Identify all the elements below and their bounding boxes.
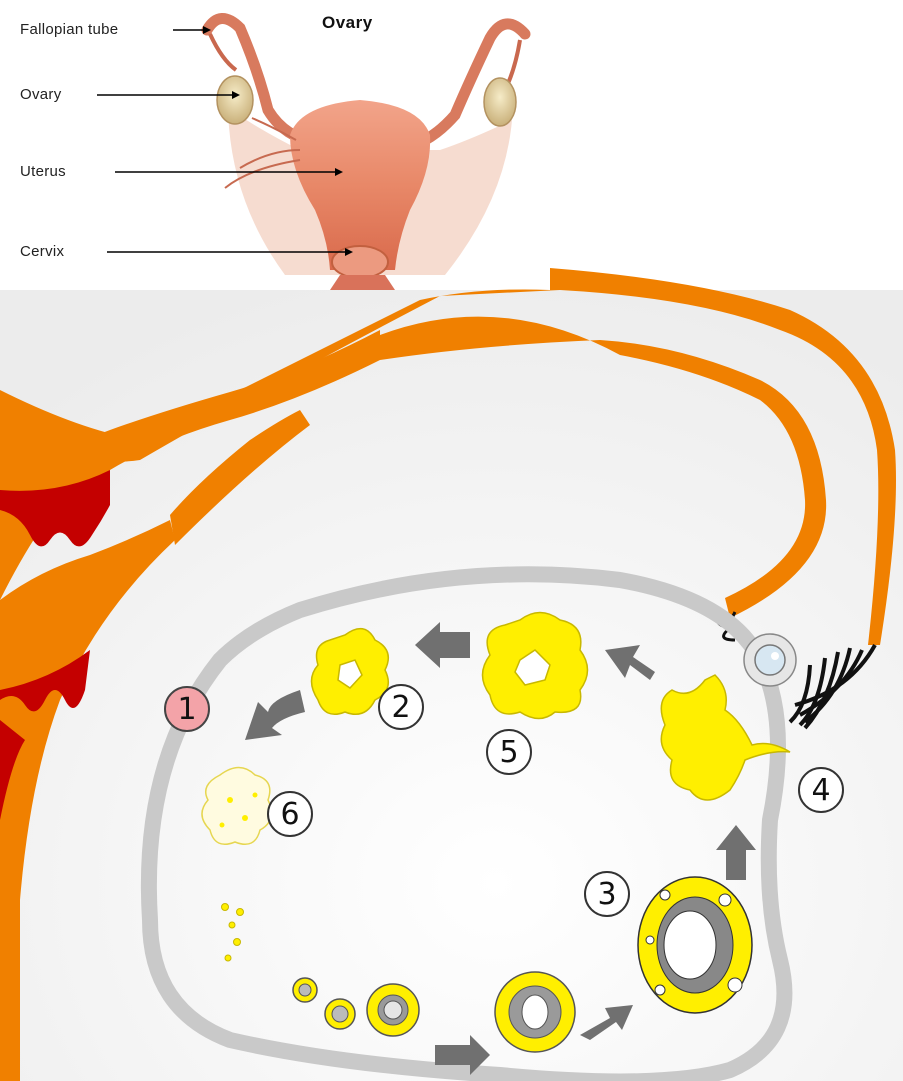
label-ovary: Ovary: [20, 86, 62, 103]
left-ovary: [217, 76, 253, 124]
stage-1-badge: 1: [164, 686, 210, 732]
anatomy-panel: [0, 0, 550, 290]
label-uterus: Uterus: [20, 163, 66, 180]
label-cervix: Cervix: [20, 243, 64, 260]
vagina-top: [330, 275, 395, 290]
secondary-follicle: [495, 972, 575, 1052]
right-ovary: [484, 78, 516, 126]
stage-4-badge: 4: [798, 767, 844, 813]
stage-5-badge: 5: [486, 729, 532, 775]
stage-6-badge: 6: [267, 791, 313, 837]
tertiary-follicle: [638, 877, 752, 1013]
released-oocyte: [744, 634, 796, 686]
stage-2-badge: 2: [378, 684, 424, 730]
stage-3-badge: 3: [584, 871, 630, 917]
cervix-shape: [332, 246, 388, 278]
anatomy-title: Ovary: [322, 13, 373, 33]
label-fallopian-tube: Fallopian tube: [20, 21, 118, 38]
corpus-luteum: [483, 613, 588, 719]
